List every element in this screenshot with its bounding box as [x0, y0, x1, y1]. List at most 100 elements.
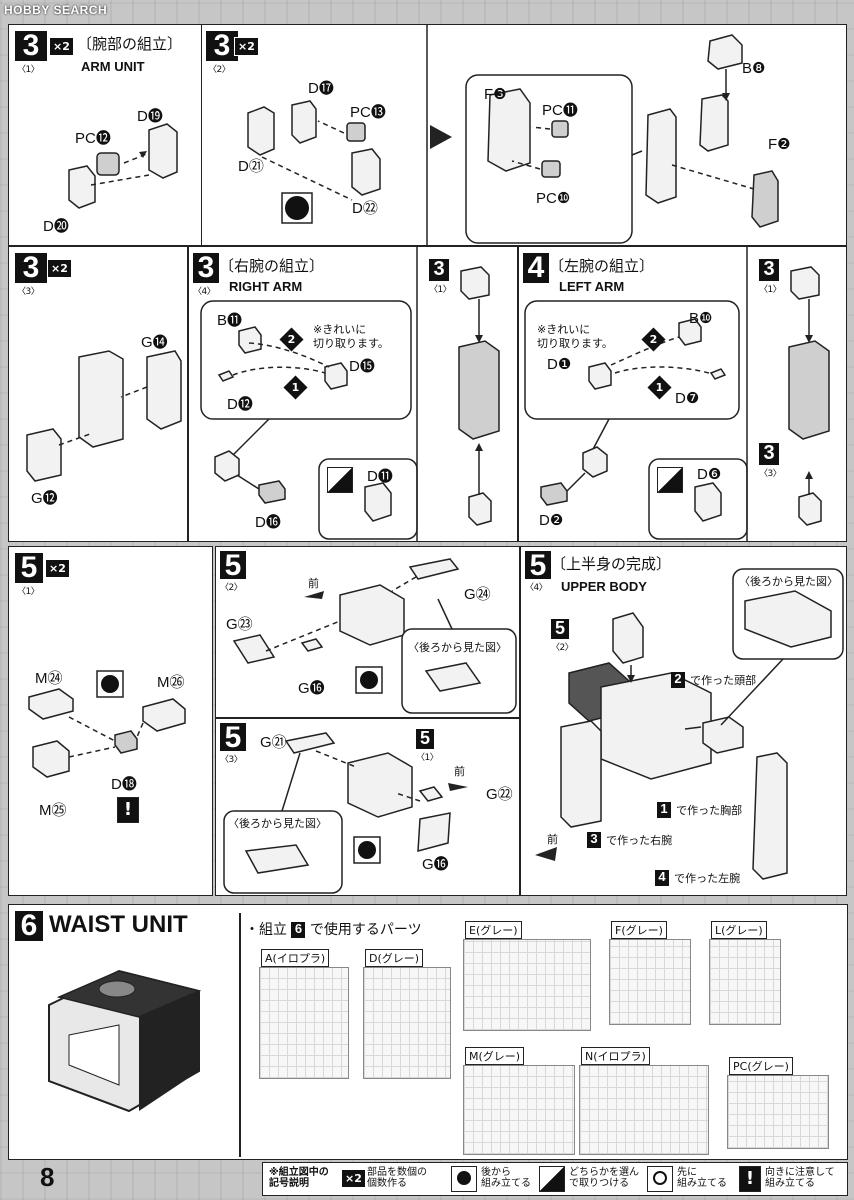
- runner-label: N(イロプラ): [581, 1047, 650, 1065]
- note-step-num: 4: [655, 869, 669, 886]
- part-label: D㉒: [352, 200, 378, 217]
- panel-5-3: 5 〈3〉 G㉑ G㉒ G⓰ 〈後ろから見た図〉 5 〈1〉 前: [215, 718, 520, 896]
- substep-label: 〈2〉: [220, 583, 243, 593]
- legend-text: 向きに注意して 組み立てる: [765, 1167, 835, 1189]
- step-badge: 3: [15, 253, 47, 283]
- part-label: PC⓭: [350, 104, 386, 121]
- panel-left-arm: 4 〔左腕の組立〕 LEFT ARM ※きれいに 切り取ります。 2 1 B❿ …: [518, 246, 847, 542]
- waist-drawing: [48, 969, 202, 1113]
- part-label: G㉔: [464, 586, 491, 603]
- part-label: D⓲: [111, 776, 137, 793]
- part-label: D⓱: [308, 80, 334, 97]
- note-step-num: 1: [657, 801, 671, 818]
- front-label: 前: [547, 834, 558, 846]
- runner-label: E(グレー): [465, 921, 522, 939]
- part-label: D⓳: [137, 108, 163, 125]
- panel-5-1: 5 ×2 〈1〉 M㉔ M㉖ M㉕ D⓲ !: [8, 546, 213, 896]
- panel-5-3-drawing: [223, 732, 468, 894]
- part-label: G㉓: [226, 616, 253, 633]
- cut-note: ※きれいに 切り取ります。: [537, 323, 613, 350]
- legend-text: 部品を数個の 個数作る: [367, 1167, 427, 1189]
- step-badge: 4: [523, 253, 549, 283]
- part-label: G⓰: [422, 856, 449, 873]
- step-badge: 5: [220, 551, 246, 581]
- note-text: で作った胸部: [676, 804, 743, 817]
- multiplier-badge: ×2: [234, 37, 259, 56]
- substep-label: 〈1〉: [17, 587, 40, 597]
- ref-substep: 〈1〉: [759, 285, 782, 295]
- runner-label: A(イロプラ): [261, 949, 330, 967]
- part-label: D⓯: [349, 358, 375, 375]
- order-marker: 1: [283, 375, 308, 400]
- runner-sheet-f: [609, 939, 691, 1025]
- part-label: D❶: [547, 356, 572, 373]
- waist-title: WAIST UNIT: [49, 911, 188, 938]
- ref-substep: 〈2〉: [551, 643, 574, 653]
- legend-text: 先に 組み立てる: [677, 1167, 727, 1189]
- multiplier-badge: ×2: [47, 259, 72, 278]
- step-badge: 5: [15, 553, 43, 583]
- multiplier-badge: ×2: [45, 559, 70, 578]
- runner-sheet-e: [463, 939, 591, 1031]
- multiplier-badge: ×2: [49, 37, 74, 56]
- parts-title-pre: ・組立: [245, 922, 287, 938]
- substep-label: 〈1〉: [17, 65, 40, 75]
- substep-label: 〈4〉: [193, 287, 216, 297]
- title-jp: 〔上半身の完成〕: [551, 555, 672, 573]
- parts-title: ・組立 6 で使用するパーツ: [245, 919, 422, 939]
- ref-step-badge: 5: [416, 729, 434, 749]
- ref-substep: 〈1〉: [429, 285, 452, 295]
- legend-back-icon: [451, 1166, 477, 1192]
- note-text: で作った右腕: [606, 834, 673, 847]
- part-label: F❷: [768, 136, 791, 153]
- arm-unit-3-drawing: [26, 350, 182, 482]
- title-jp: 〔腕部の組立〕: [77, 35, 183, 53]
- runner-sheet-d: [363, 967, 451, 1079]
- part-label: G㉒: [486, 786, 513, 803]
- part-label: D⓰: [255, 514, 281, 531]
- order-marker: 2: [641, 327, 666, 352]
- back-view-label: 〈後ろから見た図〉: [408, 641, 507, 654]
- back-view-label: 〈後ろから見た図〉: [228, 817, 327, 830]
- part-label: M㉖: [157, 674, 185, 691]
- back-view-label: 〈後ろから見た図〉: [739, 575, 838, 588]
- runner-label: L(グレー): [711, 921, 767, 939]
- part-label: B❿: [689, 310, 713, 327]
- ref-step-badge: 3: [429, 259, 449, 281]
- part-label: D⓴: [43, 218, 69, 235]
- part-label: D㉑: [238, 158, 264, 175]
- part-label: PC❿: [536, 190, 571, 207]
- runner-label: M(グレー): [465, 1047, 525, 1065]
- runner-sheet-m: [463, 1065, 575, 1155]
- note-text: で作った左腕: [674, 872, 741, 885]
- legend-title: ※組立図中の 記号説明: [269, 1167, 329, 1189]
- parts-title-post: で使用するパーツ: [309, 922, 422, 938]
- front-label: 前: [308, 578, 319, 590]
- panel-waist-unit: 6 WAIST UNIT ・組立 6 で使用するパーツ A(イロプラ) D(グレ…: [8, 904, 848, 1160]
- panel-arm-unit-3: 3 ×2 〈3〉 G⓮ G⓬: [8, 246, 188, 542]
- part-label: G㉑: [260, 734, 287, 751]
- legend-x2-icon: ×2: [341, 1169, 366, 1188]
- note-left-arm: 4 で作った左腕: [655, 867, 740, 886]
- part-label: D❼: [675, 390, 700, 407]
- parts-title-step: 6: [291, 922, 306, 938]
- cut-note: ※きれいに 切り取ります。: [313, 323, 389, 350]
- legend-first-icon: [647, 1166, 673, 1192]
- upper-body-drawing: [535, 568, 844, 880]
- part-label: D❻: [697, 466, 722, 483]
- panel-right-arm: 3 〈4〉 〔右腕の組立〕 RIGHT ARM 2 1 ※きれいに 切り取ります…: [188, 246, 518, 542]
- title-jp: 〔右腕の組立〕: [219, 257, 325, 275]
- runner-label: F(グレー): [611, 921, 667, 939]
- runner-sheet-l: [709, 939, 781, 1025]
- order-marker: 2: [279, 327, 304, 352]
- front-label: 前: [454, 766, 465, 778]
- arm-unit-2-drawing: [247, 25, 779, 245]
- panel-5-1-drawing: [28, 670, 186, 778]
- note-right-arm: 3 で作った右腕: [587, 829, 672, 848]
- panel-arm-unit-2: 3 ×2 〈2〉 D⓱ PC⓭ D㉑ D㉒ F❸ PC⓫ PC❿ B❽ F❷: [201, 24, 847, 246]
- note-head: 2 で作った頭部: [671, 669, 756, 688]
- runner-sheet-n: [579, 1065, 709, 1155]
- note-step-num: 3: [587, 831, 601, 848]
- note-chest: 1 で作った胸部: [657, 799, 742, 818]
- runner-label: PC(グレー): [729, 1057, 793, 1075]
